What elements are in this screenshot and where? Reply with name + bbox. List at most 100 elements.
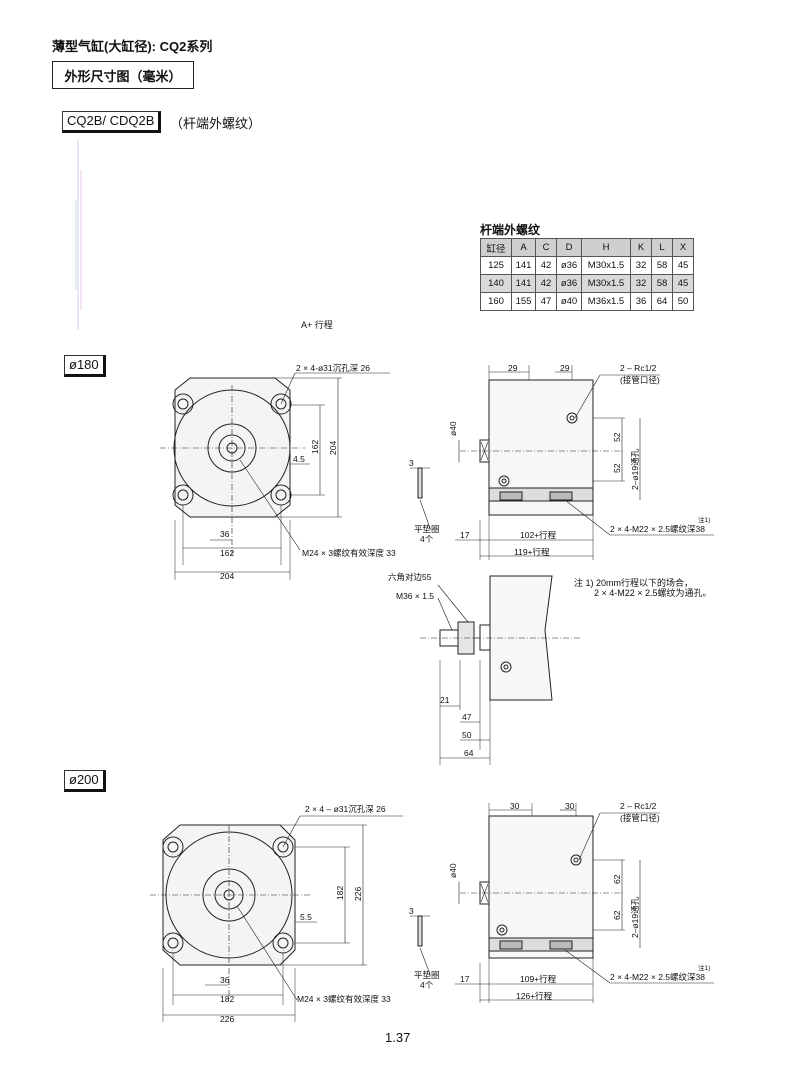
dim-126: 126+行程: [516, 991, 553, 1001]
column-header: D: [556, 238, 582, 257]
dim-phi40: ø40: [448, 421, 458, 436]
column-header: 缸径: [480, 238, 512, 257]
table-header-row: 缸径 A C D H K L X: [480, 238, 694, 257]
table-cell: 47: [535, 292, 557, 311]
thread-callout: M24 × 3螺纹有效深度 33: [302, 548, 396, 558]
rod-dimension-table: 缸径 A C D H K L X 125 141 42 ø36 M30x1.5 …: [480, 238, 694, 311]
dim-182-horizontal: 182: [220, 994, 234, 1004]
table-cell: 141: [511, 256, 536, 275]
faint-drawing-strip: [75, 140, 82, 330]
hole-callout: 2 × 4 – ø31沉孔深 26: [305, 804, 386, 814]
note-ref: 注1): [698, 515, 710, 524]
dim-30-a: 30: [510, 801, 520, 811]
column-header: H: [581, 238, 631, 257]
table-cell: ø40: [556, 292, 582, 311]
table-cell: 32: [630, 274, 652, 293]
port-callout: 2 – Rc1/2: [620, 801, 657, 811]
page-number: 1.37: [385, 1030, 411, 1045]
dim-3: 3: [409, 906, 414, 916]
table-cell: 42: [535, 256, 557, 275]
dim-226-vertical: 226: [353, 887, 363, 901]
bore-tag-200: ø200: [64, 770, 106, 792]
table-cell: 58: [651, 256, 673, 275]
table-cell: M36x1.5: [581, 292, 631, 311]
dim-52-b: 52: [612, 463, 622, 473]
dim-29-a: 29: [508, 363, 518, 373]
column-header: L: [651, 238, 673, 257]
column-header: A: [511, 238, 536, 257]
side-view-200: [410, 803, 714, 1003]
note-ref: 注1): [698, 963, 710, 972]
dim-52-a: 52: [612, 432, 622, 442]
column-header: K: [630, 238, 652, 257]
port-note: (接管口径): [620, 813, 660, 823]
dim-3: 3: [409, 458, 414, 468]
dim-119: 119+行程: [514, 547, 550, 557]
bottom-thread: 2 × 4-M22 × 2.5螺纹深38: [610, 972, 705, 982]
front-view-180: [160, 372, 390, 580]
port-note: (接管口径): [620, 375, 660, 385]
model-suffix: （杆端外螺纹）: [170, 116, 262, 131]
model-tag: CQ2B/ CDQ2B: [62, 111, 162, 133]
dim-62-b: 62: [612, 910, 622, 920]
thread-callout: M24 × 3螺纹有效深度 33: [297, 994, 391, 1004]
table-cell: 141: [511, 274, 536, 293]
table-cell: ø36: [556, 274, 582, 293]
note-line-2: 2 × 4-M22 × 2.5螺纹为通孔。: [594, 588, 712, 598]
thru-hole: 2–ø19通孔: [630, 896, 640, 938]
side-view-200-labels: 30 30 2 – Rc1/2 (接管口径) ø40 62 62 2–ø19通孔…: [409, 801, 710, 1001]
table-cell: 125: [480, 256, 512, 275]
front-view-200-labels: 2 × 4 – ø31沉孔深 26 182 226 5.5 36 182 226…: [220, 804, 391, 1024]
washer-qty: 4个: [420, 534, 434, 544]
dim-64: 64: [464, 748, 474, 758]
front-view-180-labels: 2 × 4-ø31沉孔深 26 162 204 4.5 36 162 204 M…: [220, 363, 396, 581]
dim-29-b: 29: [560, 363, 570, 373]
dim-21: 21: [440, 695, 450, 705]
table-cell: 42: [535, 274, 557, 293]
table-cell: 36: [630, 292, 652, 311]
dim-162-horizontal: 162: [220, 548, 234, 558]
section-title: 外形尺寸图（毫米）: [52, 61, 194, 89]
table-cell: 155: [511, 292, 536, 311]
table-cell: 50: [672, 292, 694, 311]
hex-label: 六角对边55: [388, 572, 432, 582]
dim-102: 102+行程: [520, 530, 557, 540]
front-view-200: [150, 815, 403, 1022]
side-view-180: [410, 365, 714, 560]
port-callout: 2 – Rc1/2: [620, 363, 657, 373]
table-cell: 140: [480, 274, 512, 293]
dim-50: 50: [462, 730, 472, 740]
dim-30-b: 30: [565, 801, 575, 811]
dim-36: 36: [220, 975, 230, 985]
dim-182-vertical: 182: [335, 886, 345, 900]
table-cell: 45: [672, 274, 694, 293]
washer-qty: 4个: [420, 980, 434, 990]
table-row: 125 141 42 ø36 M30x1.5 32 58 45: [480, 256, 694, 275]
dim-204-horizontal: 204: [220, 571, 234, 581]
dim-62-a: 62: [612, 874, 622, 884]
dim-226-horizontal: 226: [220, 1014, 234, 1024]
dim-204-vertical: 204: [328, 441, 338, 455]
table-cell: 64: [651, 292, 673, 311]
washer-label: 平垫圈: [414, 524, 440, 534]
rod-detail-180-labels: 六角对边55 M36 × 1.5 21 47 50 64: [388, 572, 474, 758]
table-cell: M30x1.5: [581, 256, 631, 275]
dim-162-vertical: 162: [310, 440, 320, 454]
dim-17: 17: [460, 530, 470, 540]
note-line-1: 注 1) 20mm行程以下的场合，: [574, 578, 694, 588]
table-cell: 32: [630, 256, 652, 275]
table-row: 160 155 47 ø40 M36x1.5 36 64 50: [480, 292, 694, 311]
side-view-180-labels: 29 29 2 – Rc1/2 (接管口径) ø40 52 52 2–ø19通孔…: [409, 363, 710, 557]
rod-detail-180: [420, 575, 580, 765]
dim-47: 47: [462, 712, 472, 722]
page-title: 薄型气缸(大缸径): CQ2系列: [52, 39, 213, 54]
table-row: 140 141 42 ø36 M30x1.5 32 58 45: [480, 274, 694, 293]
stroke-label: A+ 行程: [301, 320, 333, 330]
table-cell: 58: [651, 274, 673, 293]
table-cell: M30x1.5: [581, 274, 631, 293]
table-cell: 160: [480, 292, 512, 311]
dim-5-5: 5.5: [300, 912, 312, 922]
dim-4-5: 4.5: [293, 454, 305, 464]
table-cell: 45: [672, 256, 694, 275]
thru-hole: 2–ø19通孔: [630, 448, 640, 490]
